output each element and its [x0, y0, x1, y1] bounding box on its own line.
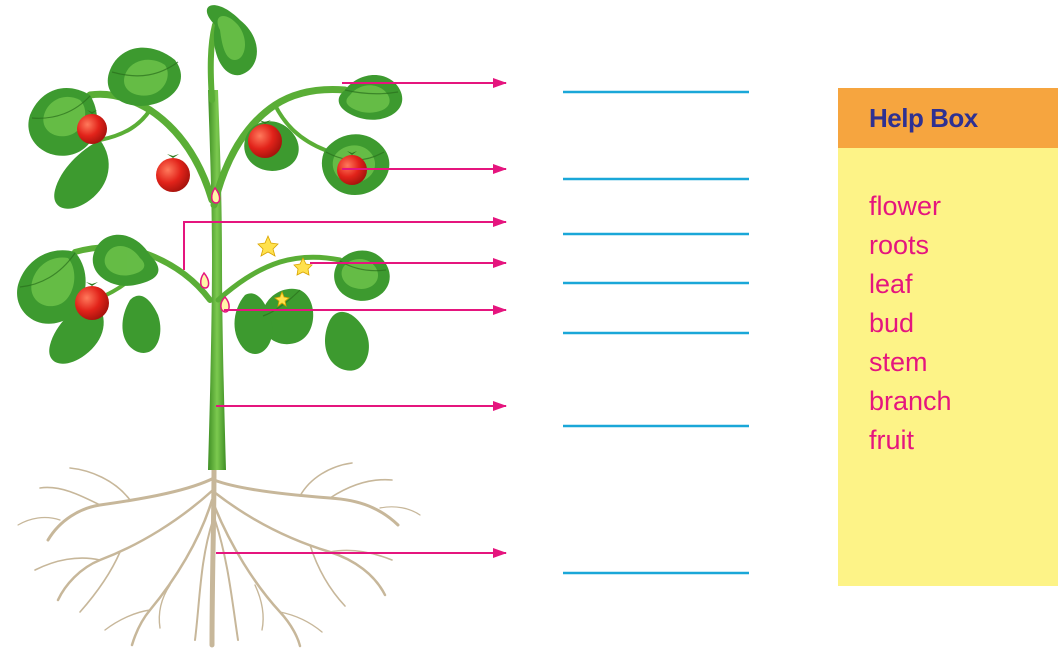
help-box: Help Box flower roots leaf bud stem bran… — [838, 88, 1058, 586]
roots-illustration — [18, 463, 420, 646]
help-box-header: Help Box — [838, 88, 1058, 148]
tomato-plant-illustration — [17, 5, 420, 646]
answer-blanks — [563, 92, 749, 573]
help-box-title: Help Box — [869, 103, 978, 134]
main-stem-illustration — [208, 90, 226, 470]
help-word-list: flower roots leaf bud stem branch fruit — [869, 194, 952, 467]
